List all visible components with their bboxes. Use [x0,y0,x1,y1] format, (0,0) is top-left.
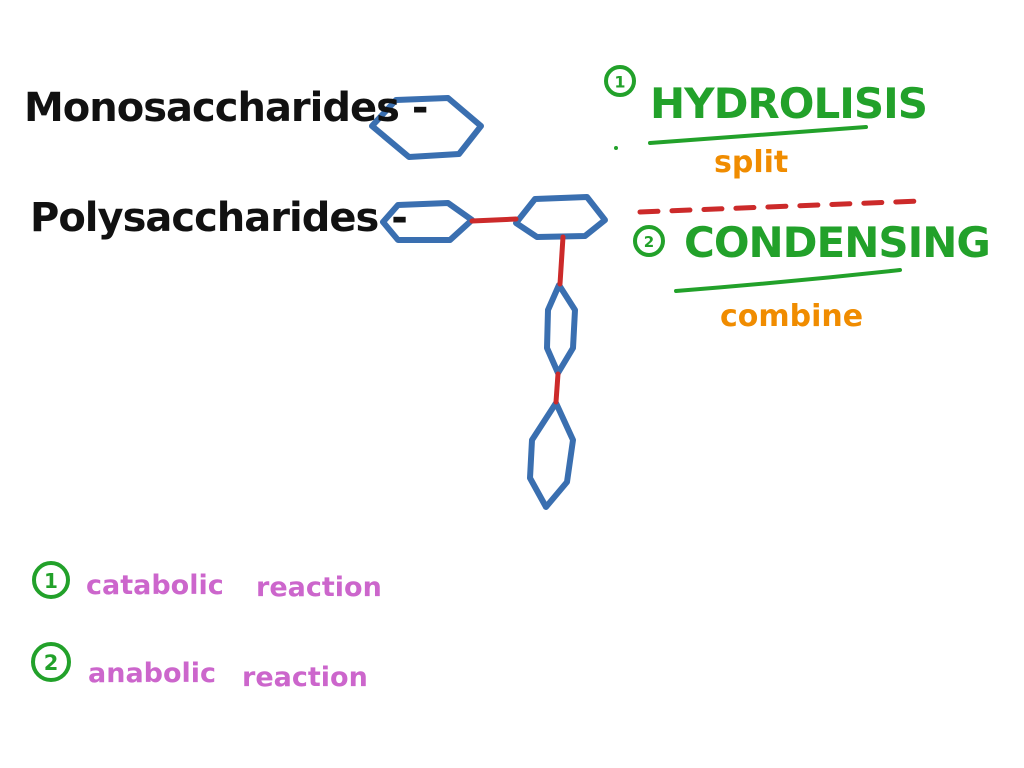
monosaccharide-ring [369,95,484,160]
polysaccharide-ring-4 [527,400,576,510]
type-1-number: 1 [44,569,58,593]
combine-label: combine [720,299,864,334]
bond-1-2 [469,216,519,224]
condensing-label: CONDENSING [684,218,991,267]
polysaccharides-label: Polysaccharides - [30,195,408,241]
condensing-underline [674,268,902,293]
monosaccharides-label: Monosaccharides - [24,85,428,131]
reaction-1-number-circle [604,65,636,97]
reaction-2-number: 2 [644,233,654,251]
anabolic-word: anabolic [88,658,217,689]
bond-2-3 [557,234,566,287]
hydrolisis-underline [648,125,868,145]
dashed-divider [637,198,923,215]
type-2-number: 2 [44,651,59,675]
polysaccharide-ring-2 [513,194,608,240]
hydrolisis-label: HYDROLISIS [650,79,928,128]
stray-dot [614,146,618,150]
reaction-2-number-circle [633,225,665,257]
type-2-number-circle [31,642,71,682]
polysaccharide-ring-3 [544,282,578,376]
catabolic-reaction-word: reaction [256,572,382,603]
type-1-number-circle [32,561,70,599]
catabolic-word: catabolic [86,570,224,601]
bond-3-4 [553,371,561,405]
reaction-1-number: 1 [614,73,625,92]
anabolic-reaction-word: reaction [242,662,368,693]
split-label: split [714,145,789,180]
